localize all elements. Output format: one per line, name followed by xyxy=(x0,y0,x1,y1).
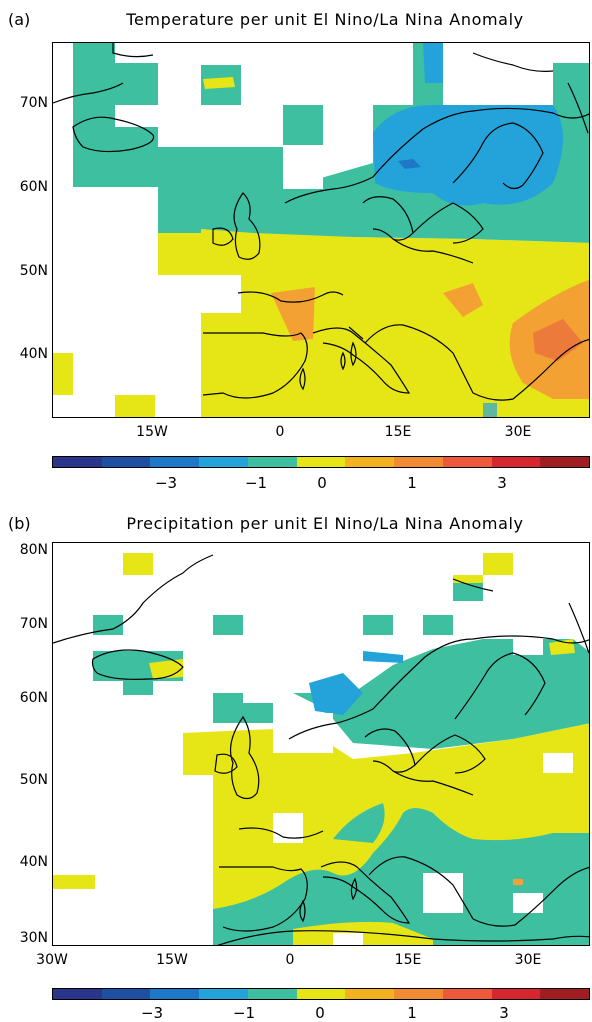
colorbar-segment xyxy=(540,457,590,467)
y-label-70n: 70N xyxy=(19,616,48,632)
colorbar-label-1: 1 xyxy=(407,1004,417,1022)
colorbar-segment xyxy=(101,457,151,467)
colorbar-segment xyxy=(296,989,346,999)
panel-precipitation: (b) Precipitation per unit El Nino/La Ni… xyxy=(0,510,592,1022)
x-label-30e: 30E xyxy=(514,952,542,968)
x-label-15e: 15E xyxy=(384,424,412,440)
y-label-30n: 30N xyxy=(19,930,48,946)
colorbar-segment xyxy=(101,989,151,999)
colorbar-label-minus3: −3 xyxy=(140,1004,164,1022)
colorbar-label-minus3: −3 xyxy=(154,474,178,492)
colorbar-segment xyxy=(199,989,248,999)
colorbar-segment xyxy=(345,989,395,999)
colorbar-segment xyxy=(247,989,297,999)
x-label-30e: 30E xyxy=(504,424,532,440)
colorbar-label-0: 0 xyxy=(315,1004,325,1022)
colorbar-label-minus1: −1 xyxy=(232,1004,256,1022)
colorbar-segment xyxy=(247,457,297,467)
temperature-map[interactable] xyxy=(52,42,590,418)
colorbar-segment xyxy=(296,457,346,467)
panel-tag: (b) xyxy=(8,514,31,533)
y-label-40n: 40N xyxy=(19,854,48,870)
panel-tag: (a) xyxy=(8,10,31,29)
y-label-50n: 50N xyxy=(19,772,48,788)
colorbar-label-1: 1 xyxy=(407,474,417,492)
precipitation-map[interactable] xyxy=(52,542,590,946)
x-label-0: 0 xyxy=(275,424,285,440)
y-label-60n: 60N xyxy=(19,179,48,195)
colorbar-label-0: 0 xyxy=(317,474,327,492)
y-label-80n: 80N xyxy=(19,542,48,558)
colorbar-segment xyxy=(442,457,492,467)
temperature-map-svg xyxy=(53,43,589,417)
y-label-60n: 60N xyxy=(19,690,48,706)
coastlines-a xyxy=(53,43,589,401)
colorbar xyxy=(52,456,590,468)
colorbar-label-3: 3 xyxy=(499,1004,509,1022)
anomaly-fields-a xyxy=(53,43,589,417)
colorbar-segment xyxy=(345,457,395,467)
colorbar-segment xyxy=(53,457,102,467)
precipitation-map-svg xyxy=(53,543,589,945)
colorbar-segment xyxy=(442,989,492,999)
x-label-0: 0 xyxy=(285,952,295,968)
map-title: Precipitation per unit El Nino/La Nina A… xyxy=(126,514,524,533)
y-label-50n: 50N xyxy=(19,263,48,279)
map-title: Temperature per unit El Nino/La Nina Ano… xyxy=(126,10,524,29)
x-label-15w: 15W xyxy=(156,952,188,968)
coastlines-b xyxy=(53,554,589,945)
x-label-15e: 15E xyxy=(394,952,422,968)
x-label-15w: 15W xyxy=(136,424,168,440)
colorbar-segment xyxy=(150,989,200,999)
colorbar-segment xyxy=(491,457,541,467)
colorbar-label-3: 3 xyxy=(497,474,507,492)
x-label-30w: 30W xyxy=(36,952,68,968)
colorbar xyxy=(52,988,590,1000)
colorbar-segment xyxy=(394,457,443,467)
colorbar-segment xyxy=(394,989,443,999)
colorbar-segment xyxy=(150,457,200,467)
colorbar-segment xyxy=(199,457,248,467)
y-label-40n: 40N xyxy=(19,346,48,362)
colorbar-label-minus1: −1 xyxy=(244,474,268,492)
panel-temperature: (a) Temperature per unit El Nino/La Nina… xyxy=(0,0,592,500)
y-label-70n: 70N xyxy=(19,95,48,111)
colorbar-segment xyxy=(53,989,102,999)
anomaly-fields-b xyxy=(53,543,589,945)
colorbar-segment xyxy=(491,989,541,999)
colorbar-segment xyxy=(540,989,590,999)
